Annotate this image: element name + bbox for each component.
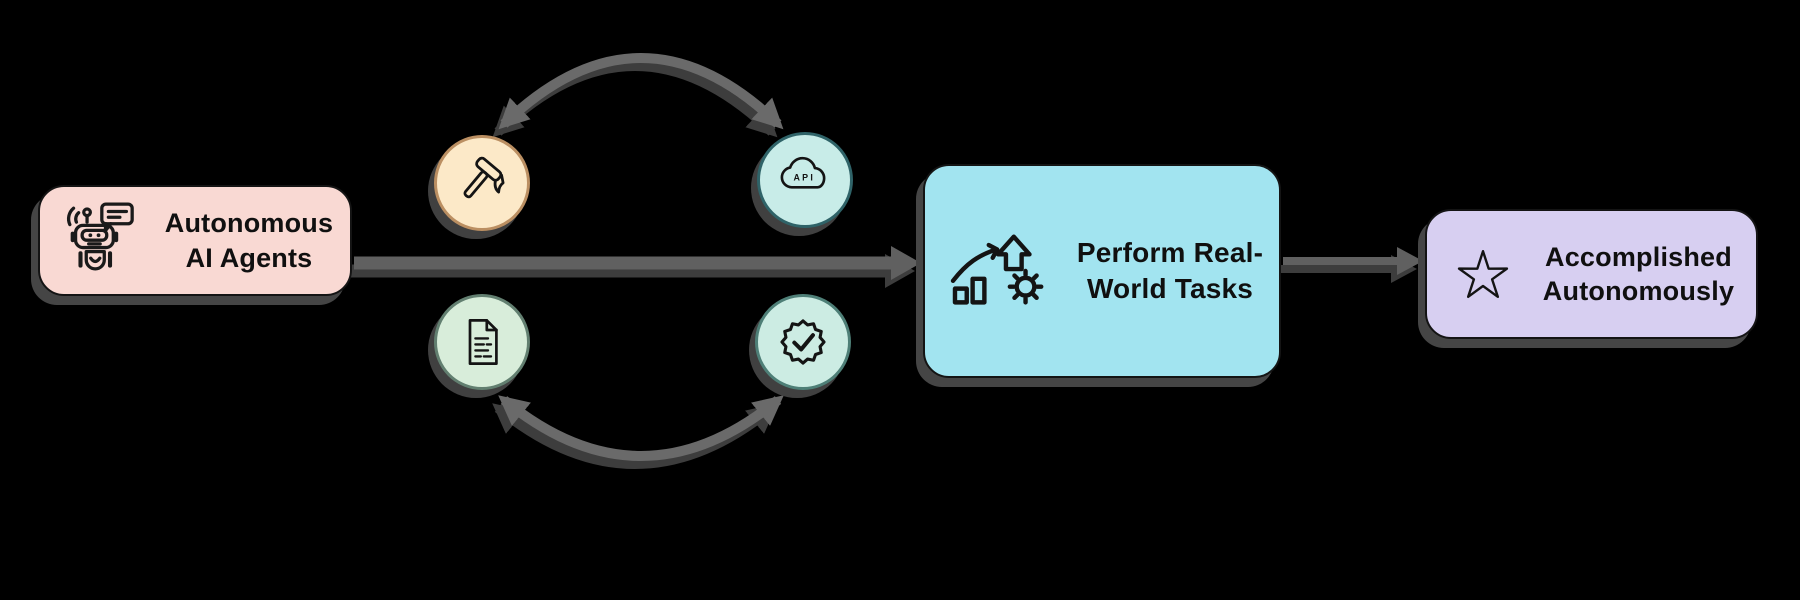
badge-document bbox=[434, 294, 530, 390]
badge-api: API bbox=[757, 132, 853, 228]
arrowhead-right-icon bbox=[891, 246, 921, 280]
badge-tools bbox=[434, 135, 530, 231]
verified-check-icon bbox=[780, 319, 826, 365]
connector-agents-to-tasks bbox=[354, 246, 921, 280]
badge-verified bbox=[755, 294, 851, 390]
arrowhead-right-icon bbox=[1397, 247, 1423, 275]
api-cloud-icon: API bbox=[780, 156, 826, 189]
connector-arc-tools-api bbox=[498, 53, 784, 130]
node-label: Autonomous AI Agents bbox=[164, 208, 334, 273]
hammer-icon bbox=[463, 156, 505, 199]
node-perform-real-world-tasks: Perform Real- World Tasks bbox=[923, 164, 1281, 378]
node-label: Accomplished Autonomously bbox=[1542, 241, 1735, 306]
growth-gear-icon bbox=[950, 234, 1044, 305]
node-autonomous-ai-agents: Autonomous AI Agents bbox=[38, 185, 352, 296]
node-label: Perform Real- World Tasks bbox=[1076, 237, 1264, 304]
connector-arc-document-verified bbox=[498, 395, 784, 461]
api-cloud-label: API bbox=[793, 173, 815, 183]
document-icon bbox=[468, 319, 498, 365]
connector-tasks-to-outcome bbox=[1283, 247, 1423, 275]
robot-icon bbox=[66, 201, 134, 271]
node-accomplished-autonomously: Accomplished Autonomously bbox=[1425, 209, 1758, 339]
star-icon bbox=[1457, 250, 1509, 298]
